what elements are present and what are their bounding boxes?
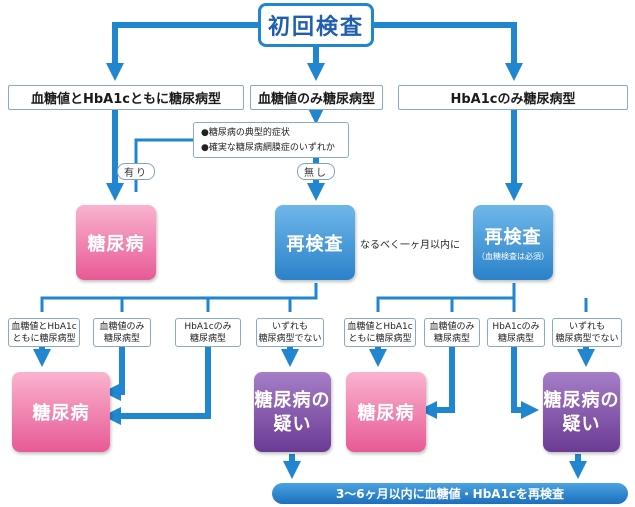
right-both-line2: ともに糖尿病型 [348, 333, 412, 344]
retest-3-6-months-bar: 3〜6ヶ月以内に血糖値・HbA1cを再検査 [272, 483, 628, 504]
right-hba1c-line2: 糖尿病型 [497, 333, 534, 344]
left-both-line1: 血糖値とHbA1c [11, 321, 77, 332]
left-neither-box: いずれも 糖尿病型でない [256, 318, 324, 347]
right-hba1c-box: HbA1cのみ 糖尿病型 [487, 318, 545, 347]
right-both-line1: 血糖値とHbA1c [347, 321, 413, 332]
arrow-left-hba1c-to-diabetes [103, 347, 211, 425]
diabetes-box-right-outcome: 糖尿病 [346, 372, 426, 452]
arrow-right-glucose-to-diabetes [419, 347, 455, 419]
within-month-note: なるべく一ヶ月以内に [360, 240, 460, 251]
no-label: 無し [297, 163, 335, 180]
right-both-box: 血糖値とHbA1c ともに糖尿病型 [344, 318, 416, 347]
right-hba1c-line1: HbA1cのみ [492, 321, 540, 332]
left-glucose-box: 血糖値のみ 糖尿病型 [93, 318, 151, 347]
retest-right-note: （血糖検査は必須） [477, 252, 549, 261]
diabetes-box-left-outcome: 糖尿病 [12, 372, 110, 452]
left-hba1c-box: HbA1cのみ 糖尿病型 [175, 318, 241, 347]
right-neither-box: いずれも 糖尿病型でない [552, 318, 622, 347]
arrow-left-glucose-to-diabetes [103, 347, 125, 401]
left-both-box: 血糖値とHbA1c ともに糖尿病型 [8, 318, 80, 347]
right-neither-line2: 糖尿病型でない [555, 333, 619, 344]
diabetes-box-first: 糖尿病 [76, 205, 156, 280]
left-glucose-line1: 血糖値のみ [99, 321, 145, 332]
retest-box-middle: 再検査 [275, 205, 355, 280]
suspected-diabetes-box-1: 糖尿病の 疑い [254, 372, 331, 452]
right-neither-line1: いずれも [568, 321, 605, 332]
symptom-condition-box: ●糖尿病の典型的症状 ●確実な糖尿病網膜症のいずれか [193, 122, 349, 158]
suspected1-line2: 疑い [273, 414, 312, 435]
retest-right-label: 再検査 [484, 227, 542, 248]
category-glucose-only-box: 血糖値のみ糖尿病型 [250, 85, 383, 110]
suspected2-line1: 糖尿病の [543, 390, 620, 411]
retest-middle-label: 再検査 [286, 233, 344, 255]
suspected2-line2: 疑い [562, 414, 601, 435]
suspected-diabetes-box-2: 糖尿病の 疑い [543, 372, 620, 452]
retest-box-right: 再検査 （血糖検査は必須） [473, 205, 553, 280]
condition-typical-symptoms: ●糖尿病の典型的症状 [201, 128, 290, 138]
suspected1-line1: 糖尿病の [254, 390, 331, 411]
right-glucose-line2: 糖尿病型 [433, 333, 470, 344]
left-both-line2: ともに糖尿病型 [12, 333, 76, 344]
arrow-initial-to-both [106, 22, 258, 81]
right-glucose-line1: 血糖値のみ [429, 321, 475, 332]
condition-retinopathy: ●確実な糖尿病網膜症のいずれか [201, 143, 335, 153]
arrow-retest-left-branch [40, 283, 318, 312]
arrow-initial-to-hba1c [374, 22, 523, 81]
arrow-yes-branch [134, 138, 193, 163]
arrow-retest-right-branch [376, 283, 516, 312]
category-both-box: 血糖値とHbA1cともに糖尿病型 [8, 85, 244, 110]
yes-label: 有り [117, 163, 155, 180]
left-glucose-line2: 糖尿病型 [103, 333, 140, 344]
right-glucose-box: 血糖値のみ 糖尿病型 [424, 318, 480, 347]
category-hba1c-only-box: HbA1cのみ糖尿病型 [398, 85, 628, 110]
left-hba1c-line1: HbA1cのみ [184, 321, 232, 332]
arrow-right-hba1c-to-suspected [511, 347, 539, 419]
left-hba1c-line2: 糖尿病型 [189, 333, 226, 344]
left-neither-line1: いずれも [271, 321, 308, 332]
left-neither-line2: 糖尿病型でない [258, 333, 322, 344]
initial-test-box: 初回検査 [258, 3, 374, 47]
